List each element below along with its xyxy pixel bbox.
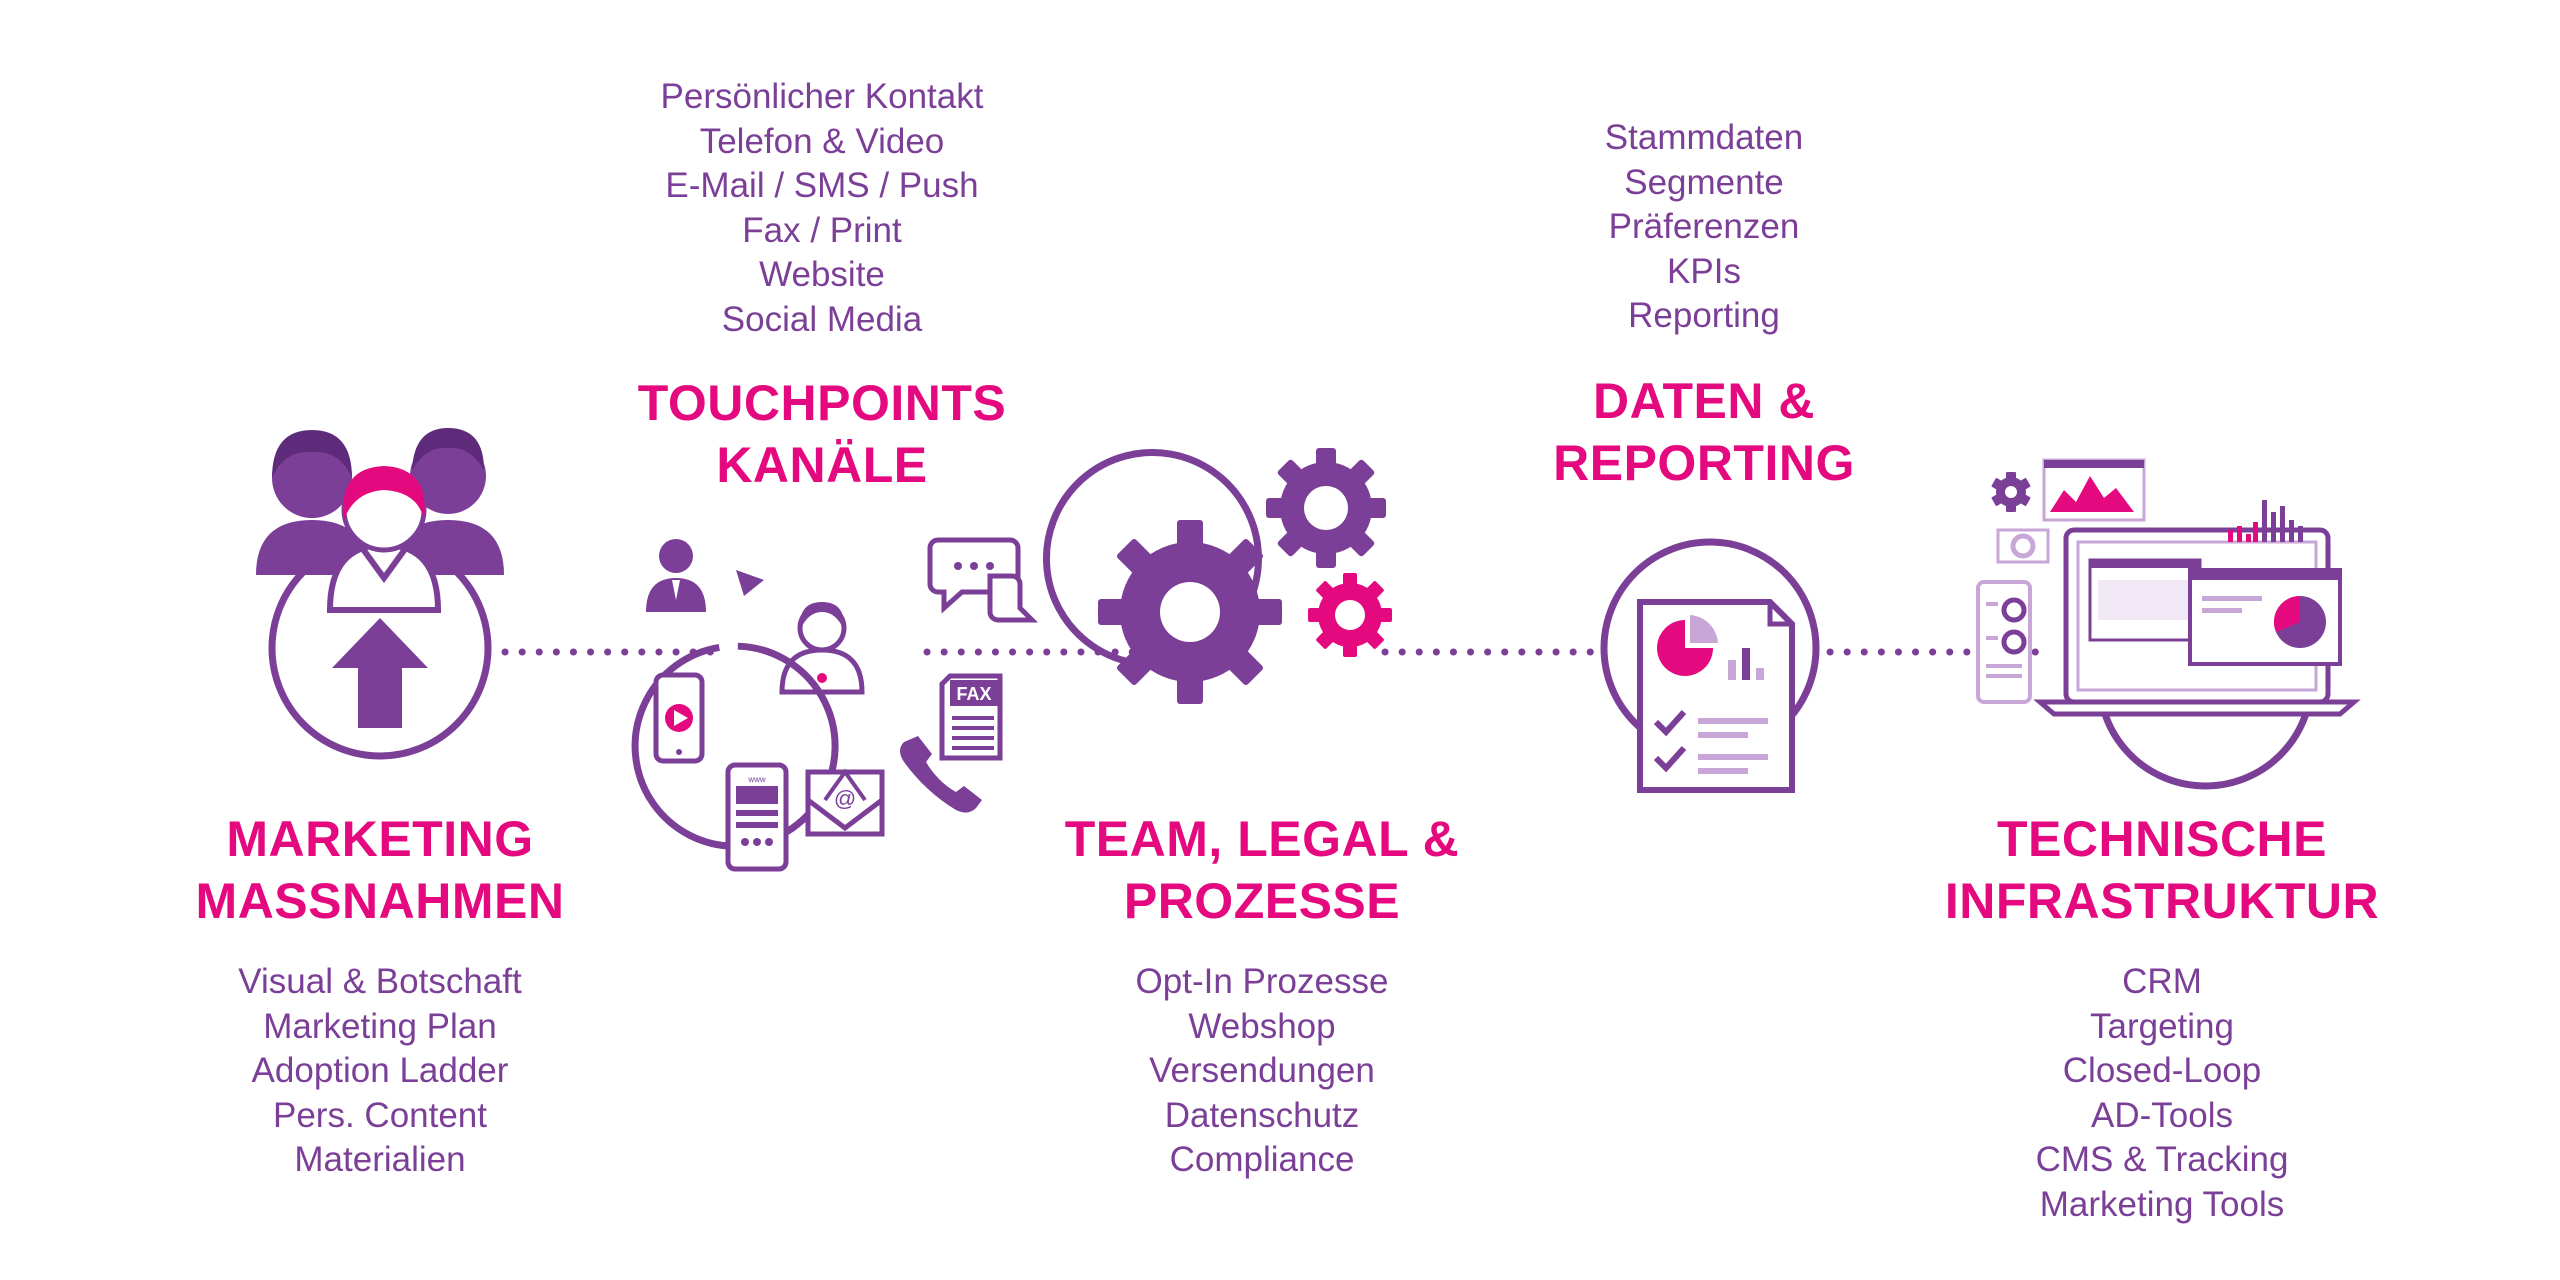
chat-bubbles-icon (927, 537, 1039, 623)
list-item: Fax / Print (742, 210, 902, 250)
list-item: Marketing Tools (2039, 1184, 2285, 1224)
list-item: Reporting (1628, 296, 1780, 335)
smartphone-web-icon: www (725, 762, 789, 872)
fax-document-icon: FAX (939, 673, 1003, 761)
stage-title-touchpoints: TOUCHPOINTS KANÄLE (637, 375, 1007, 493)
gears-icon (1042, 448, 1392, 704)
list-item: AD-Tools (2091, 1095, 2233, 1135)
stage-items-team-legal: Opt-In Prozesse Webshop Versendungen Dat… (942, 960, 1582, 1183)
list-item: Segmente (1624, 162, 1784, 202)
list-item: E-Mail / SMS / Push (665, 166, 979, 205)
email-at-symbol: @ (834, 786, 856, 811)
list-item: Datenschutz (1164, 1095, 1360, 1135)
list-item: CRM (2122, 962, 2202, 1001)
email-icon: @ (805, 768, 885, 837)
list-item: Compliance (1169, 1140, 1355, 1179)
list-item: Marketing Plan (263, 1006, 497, 1046)
list-item: Closed-Loop (2062, 1051, 2262, 1090)
list-item: Stammdaten (1604, 118, 1804, 157)
person-contact-icon (646, 539, 706, 612)
www-label: www (747, 775, 766, 784)
video-phone-icon (653, 672, 705, 764)
list-item: Persönlicher Kontakt (660, 77, 984, 116)
list-item: Präferenzen (1608, 207, 1800, 246)
telephone-handset-icon (900, 736, 982, 813)
stage-items-daten: Stammdaten Segmente Präferenzen KPIs Rep… (1384, 116, 2024, 339)
stage-title-marketing: MARKETING MASSNAHMEN (195, 811, 565, 929)
fax-label: FAX (956, 684, 991, 704)
stage-title-infrastruktur: TECHNISCHE INFRASTRUKTUR (1944, 811, 2380, 929)
stage-title-daten: DATEN & REPORTING (1553, 373, 1855, 491)
list-item: Opt-In Prozesse (1135, 962, 1389, 1001)
list-item: Website (759, 255, 885, 294)
list-item: Webshop (1188, 1006, 1336, 1046)
stage-title-team-legal: TEAM, LEGAL & PROZESSE (1064, 811, 1460, 929)
stage-items-touchpoints: Persönlicher Kontakt Telefon & Video E-M… (502, 75, 1142, 342)
marketing-people-icon (256, 428, 504, 760)
list-item: Social Media (721, 299, 923, 339)
list-item: Pers. Content (273, 1095, 487, 1135)
list-item: KPIs (1667, 251, 1741, 291)
stage-items-infrastruktur: CRM Targeting Closed-Loop AD-Tools CMS &… (1842, 960, 2482, 1227)
list-item: CMS & Tracking (2035, 1140, 2289, 1179)
stage-items-marketing: Visual & Botschaft Marketing Plan Adopti… (60, 960, 700, 1183)
list-item: Materialien (294, 1140, 466, 1179)
report-document-icon (1600, 538, 1820, 793)
list-item: Adoption Ladder (251, 1051, 509, 1090)
infrastructure-devices-icon (1976, 458, 2361, 790)
list-item: Visual & Botschaft (238, 962, 522, 1001)
list-item: Targeting (2090, 1006, 2234, 1046)
list-item: Versendungen (1149, 1051, 1375, 1090)
list-item: Telefon & Video (699, 121, 945, 161)
